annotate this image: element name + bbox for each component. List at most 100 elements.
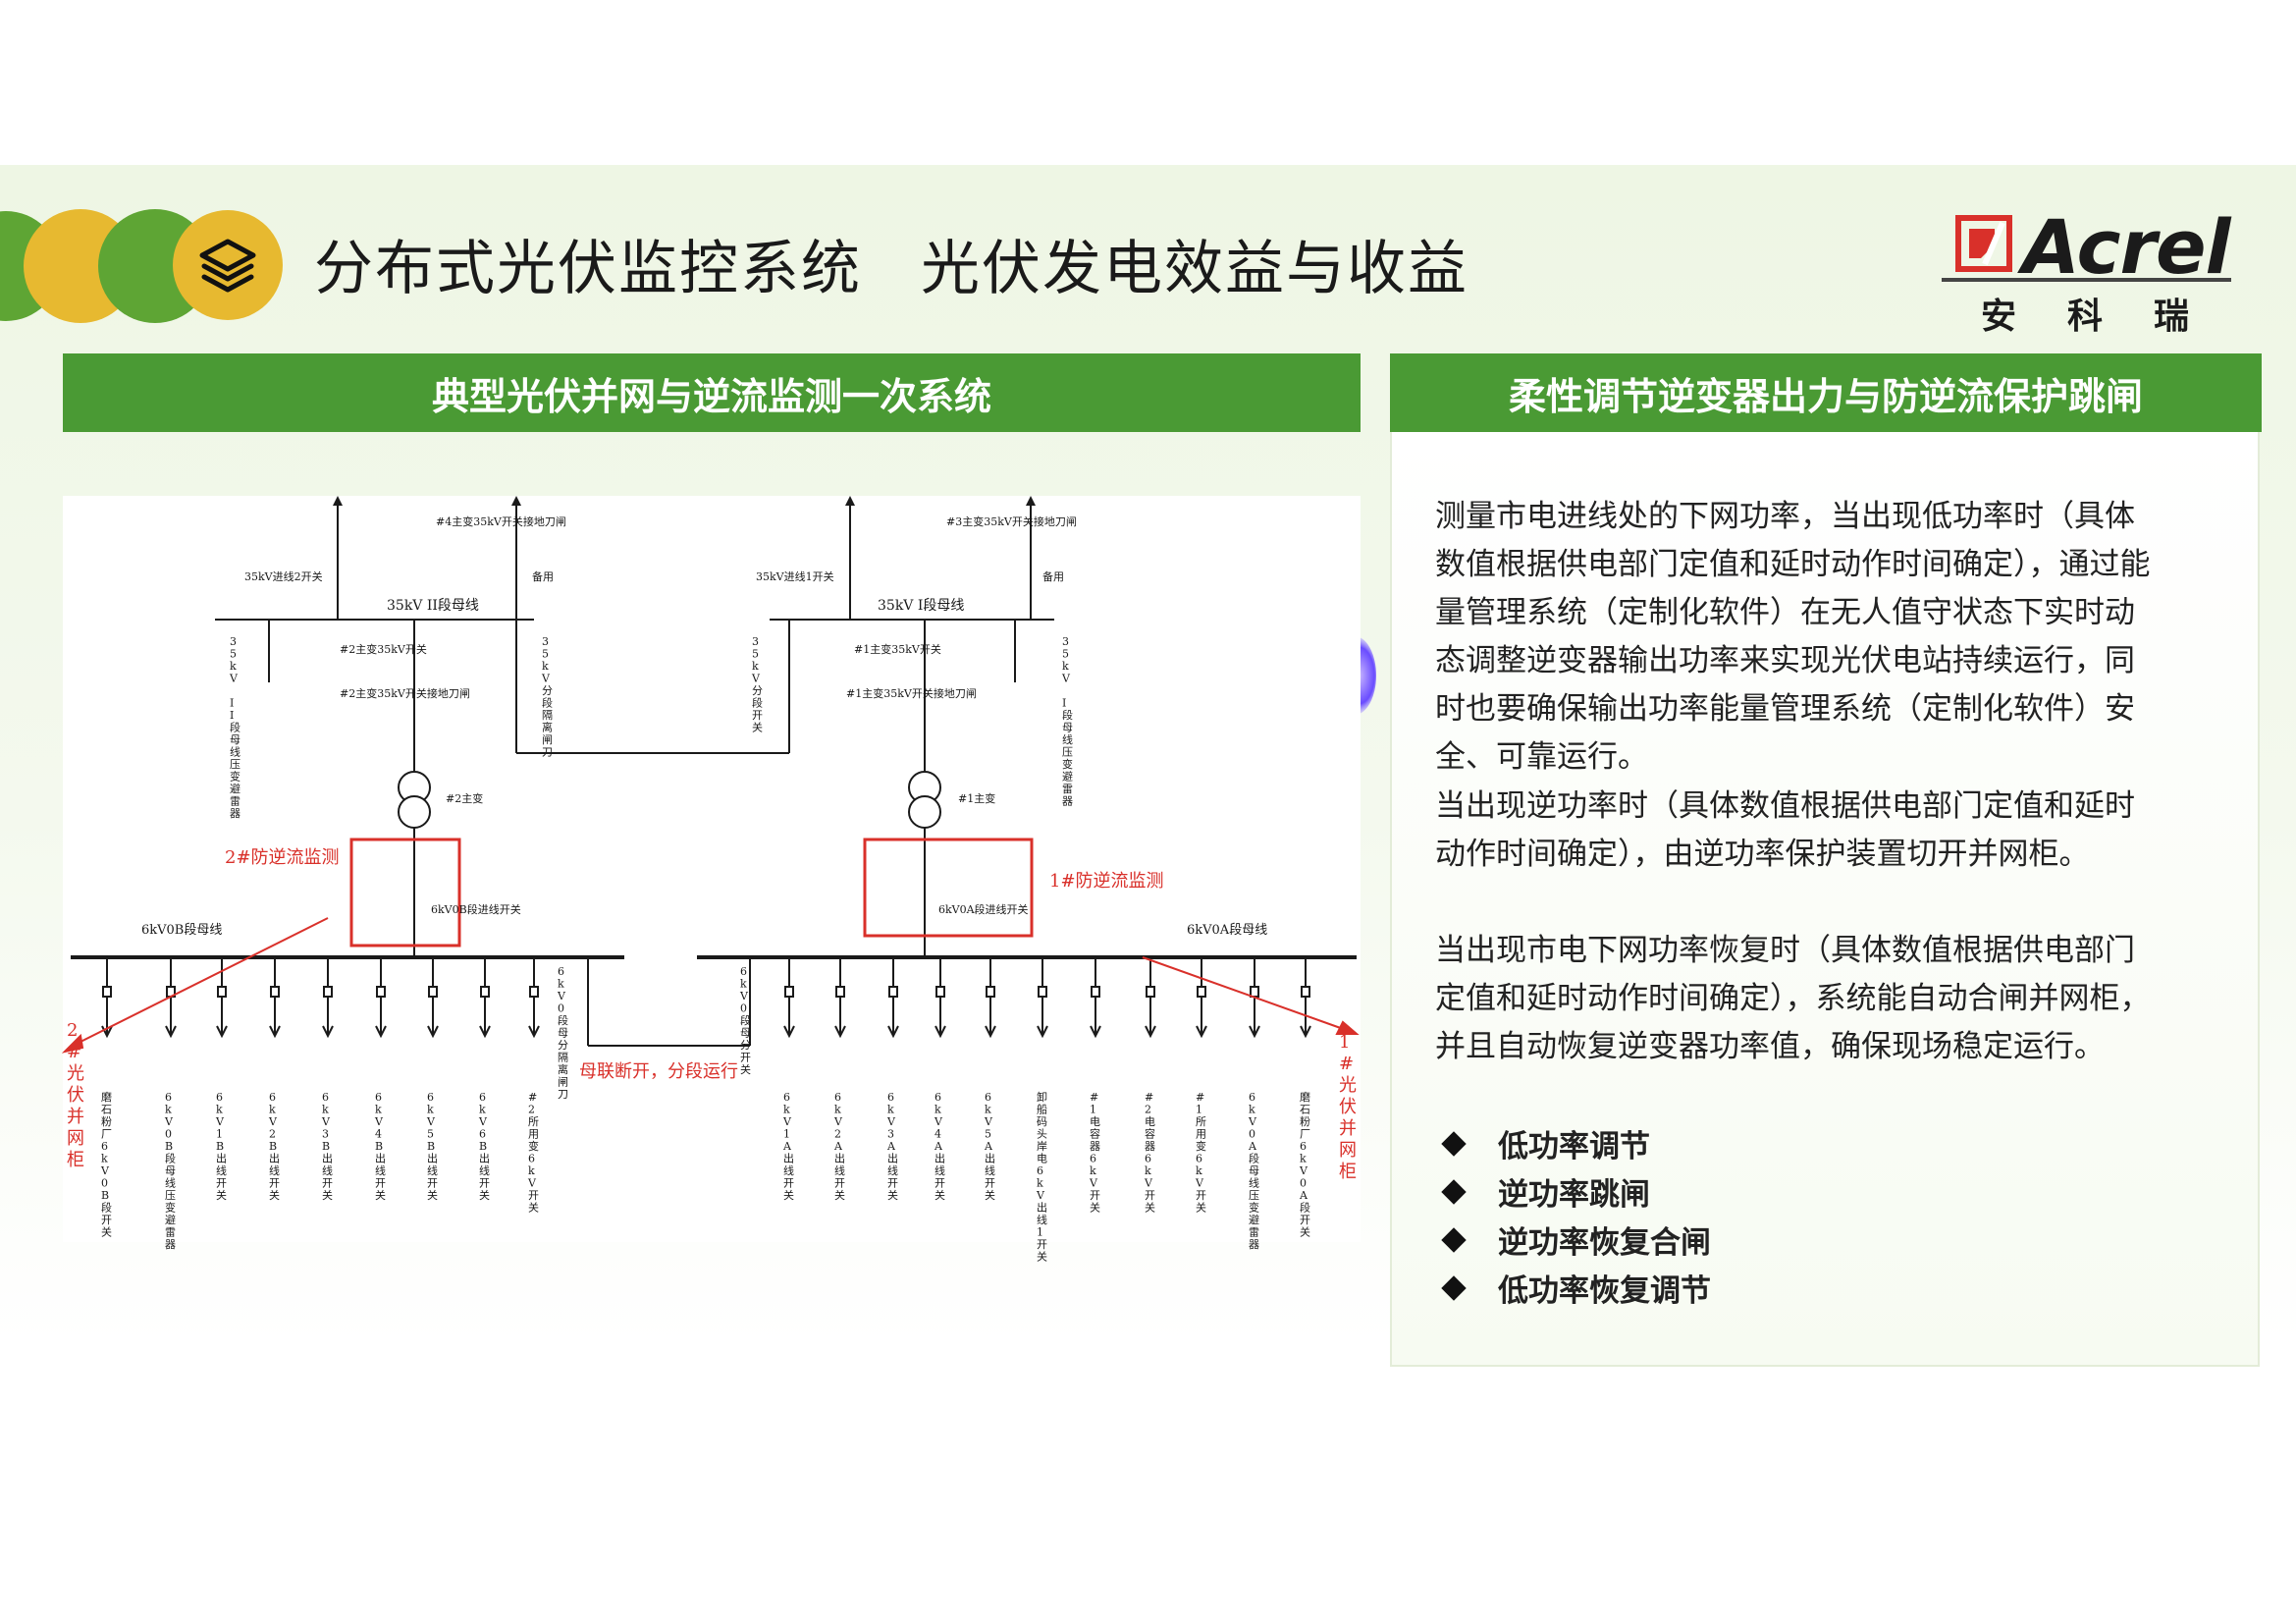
monitor-box-1 <box>863 838 1034 938</box>
brand-logo: Acrel 安科瑞 <box>1942 201 2236 339</box>
page-title-part2: 光伏发电效益与收益 <box>921 235 1468 303</box>
arrow-down-icon <box>216 1025 228 1039</box>
breaker-icon <box>784 986 794 998</box>
arrow-down-icon <box>269 1025 281 1039</box>
label-monitor-1: 1#防逆流监测 <box>1049 871 1164 892</box>
arrow-down-icon <box>165 1025 177 1039</box>
label-t1-knife: #1主变35kV开关接地刀闸 <box>846 686 977 700</box>
breaker-icon <box>1197 986 1206 998</box>
diamond-bullet-icon <box>1441 1178 1467 1205</box>
feature-label: 逆功率恢复合闸 <box>1498 1225 1711 1261</box>
logo-underline <box>1942 278 2231 282</box>
feature-item: 逆功率恢复合闸 <box>1435 1216 1711 1264</box>
arrow-down-icon <box>375 1025 387 1039</box>
breaker-icon <box>1146 986 1155 998</box>
breaker-icon <box>935 986 945 998</box>
breaker-icon <box>1038 986 1047 998</box>
label-t1-switch: #1主变35kV开关 <box>854 642 941 656</box>
label-bus-6a: 6kV0A段母线 <box>1187 923 1267 938</box>
breaker-icon <box>270 986 280 998</box>
label-monitor-2: 2#防逆流监测 <box>225 847 340 868</box>
transformer-icons <box>398 771 941 829</box>
description-paragraph-1: 测量市电进线处的下网功率，当出现低功率时（具体数值根据供电部门定值和延时动作时间… <box>1435 499 2151 775</box>
arrow-down-icon <box>1196 1025 1207 1039</box>
breaker-icon <box>1250 986 1259 998</box>
deco-circle-yellow <box>173 210 283 320</box>
breaker-icon <box>428 986 438 998</box>
label-t1: #1主变 <box>958 791 995 805</box>
breaker-icon <box>986 986 995 998</box>
label-pv-cabinet-2: 2#光伏并网柜 <box>67 1020 84 1170</box>
label-t2-knife: #2主变35kV开关接地刀闸 <box>340 686 470 700</box>
arrow-down-icon <box>1300 1025 1311 1039</box>
diagram-canvas: 35kV进线2开关 35kV进线1开关 备用 备用 #4主变35kV开关接地刀闸… <box>61 496 1360 1264</box>
arrow-down-icon <box>934 1025 946 1039</box>
page-title-part1: 分布式光伏监控系统 <box>314 235 862 303</box>
arrow-down-icon <box>985 1025 996 1039</box>
label-incoming-1: 35kV进线1开关 <box>756 569 834 583</box>
arrow-down-icon <box>479 1025 491 1039</box>
layers-icon <box>199 239 256 293</box>
description-paragraph-2: 当出现逆功率时（具体数值根据供电部门定值和延时动作时间确定），由逆功率保护装置切… <box>1435 788 2135 872</box>
breaker-icon <box>1301 986 1310 998</box>
label-spare: 备用 <box>532 569 554 583</box>
feature-label: 低功率调节 <box>1498 1129 1650 1164</box>
label-bus-35-ii: 35kV II段母线 <box>387 598 479 614</box>
breaker-icon <box>480 986 490 998</box>
breaker-icon <box>529 986 539 998</box>
diamond-bullet-icon <box>1441 1274 1467 1301</box>
arrow-down-icon <box>834 1025 846 1039</box>
label-t3-knife: #3主变35kV开关接地刀闸 <box>946 514 1077 528</box>
arrow-down-icon <box>887 1025 899 1039</box>
label-bus-35-i: 35kV I段母线 <box>878 598 964 614</box>
label-incoming-6b: 6kV0B段进线开关 <box>431 902 521 916</box>
logo-cn-text: 安科瑞 <box>1981 297 2241 337</box>
left-section-heading: 典型光伏并网与逆流监测一次系统 <box>63 353 1361 432</box>
logo-mark-icon <box>1955 215 2012 272</box>
breaker-icon <box>376 986 386 998</box>
diamond-bullet-icon <box>1441 1226 1467 1253</box>
label-incoming-6a: 6kV0A段进线开关 <box>938 902 1029 916</box>
feature-label: 低功率恢复调节 <box>1498 1273 1711 1309</box>
description-panel <box>1390 432 2260 1367</box>
breaker-icon <box>835 986 845 998</box>
single-line-diagram: 35kV进线2开关 35kV进线1开关 备用 备用 #4主变35kV开关接地刀闸… <box>61 496 1361 1264</box>
logo-brand-text: Acrel <box>2022 203 2231 291</box>
breaker-icon <box>217 986 227 998</box>
label-bus-tie: 母联断开，分段运行 <box>579 1061 738 1082</box>
feature-item: 低功率恢复调节 <box>1435 1264 1711 1312</box>
arrow-down-icon <box>1090 1025 1101 1039</box>
label-incoming-2: 35kV进线2开关 <box>244 569 323 583</box>
label-spare: 备用 <box>1042 569 1064 583</box>
feature-label: 逆功率跳闸 <box>1498 1177 1650 1213</box>
arrow-down-icon <box>783 1025 795 1039</box>
breaker-icon <box>102 986 112 998</box>
feature-list: 低功率调节 逆功率跳闸 逆功率恢复合闸 低功率恢复调节 <box>1435 1119 1711 1312</box>
diamond-bullet-icon <box>1441 1130 1467 1157</box>
breaker-icon <box>1091 986 1100 998</box>
label-t2: #2主变 <box>446 791 483 805</box>
arrow-down-icon <box>1037 1025 1048 1039</box>
